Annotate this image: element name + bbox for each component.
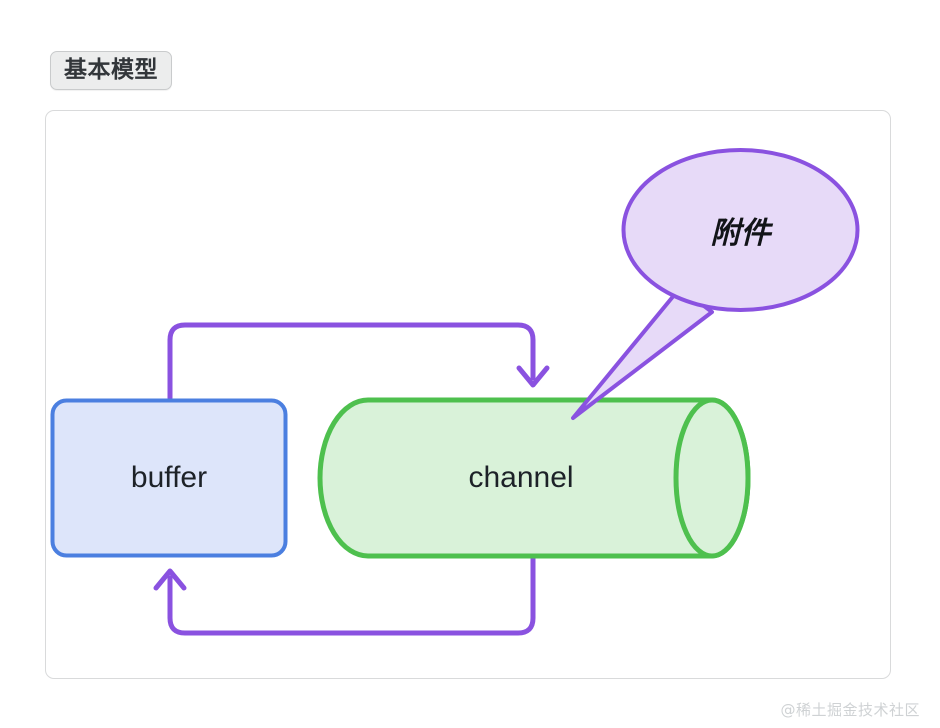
- watermark: @稀土掘金技术社区: [780, 701, 920, 719]
- diagram-title-badge: 基本模型: [50, 51, 172, 90]
- diagram-canvas-panel: [45, 110, 891, 679]
- diagram-title-label: 基本模型: [64, 57, 158, 83]
